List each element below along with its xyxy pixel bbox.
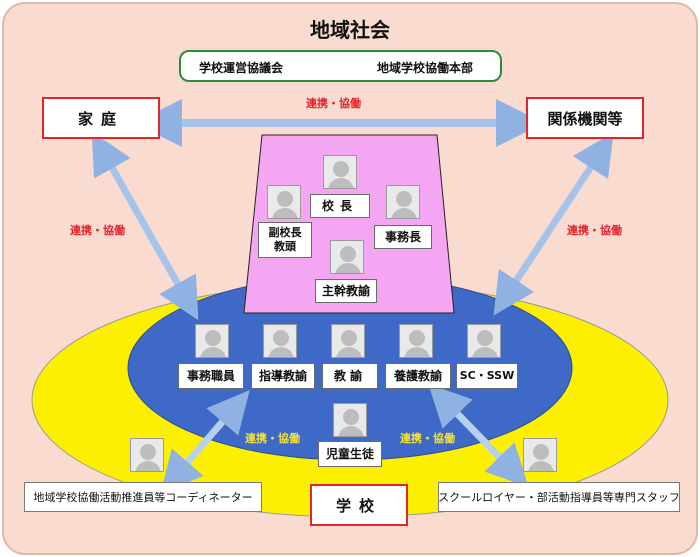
family-box: 家庭 xyxy=(42,97,160,139)
teacher-box: 教諭 xyxy=(322,363,378,389)
guidance-teacher-avatar-icon xyxy=(263,324,297,358)
students-box: 児童生徒 xyxy=(318,441,382,467)
teacher-avatar-icon xyxy=(331,324,365,358)
school-box: 学校 xyxy=(310,484,408,526)
office-manager-box: 事務長 xyxy=(374,225,432,249)
students-avatar-icon xyxy=(333,403,367,437)
nurse-teacher-avatar-icon xyxy=(399,324,433,358)
regional-headquarters-label: 地域学校協働本部 xyxy=(377,61,474,75)
counselors-box: SC・SSW xyxy=(456,363,518,389)
principal-avatar-icon xyxy=(323,155,357,189)
specialists-avatar-icon xyxy=(523,438,557,472)
school-council-label: 学校運営協議会 xyxy=(199,61,284,75)
coordinator-avatar-icon xyxy=(130,438,164,472)
council-box: 学校運営協議会 地域学校協働本部 xyxy=(179,50,502,82)
chief-teacher-avatar-icon xyxy=(330,240,364,274)
collab-label-bottom-right: 連携・協働 xyxy=(400,432,455,445)
specialists-box: スクールロイヤー・部活動指導員等専門スタッフ xyxy=(438,482,680,512)
collab-label-left: 連携・協働 xyxy=(70,224,125,237)
collab-label-bottom-left: 連携・協働 xyxy=(245,432,300,445)
principal-box: 校長 xyxy=(310,194,370,218)
coordinator-arrow xyxy=(160,390,250,494)
office-staff-avatar-icon xyxy=(195,324,229,358)
nurse-teacher-box: 養護教諭 xyxy=(385,363,451,389)
guidance-teacher-box: 指導教諭 xyxy=(251,363,315,389)
office-staff-box: 事務職員 xyxy=(178,363,244,389)
family-school-arrow xyxy=(91,131,199,321)
chief-teacher-box: 主幹教諭 xyxy=(315,279,377,303)
collab-label-top: 連携・協働 xyxy=(306,97,361,110)
vice-principal-label: 副校長 xyxy=(268,226,302,239)
specialists-arrow xyxy=(428,383,529,488)
coordinator-box: 地域学校協働活動推進員等コーディネーター xyxy=(24,482,262,512)
vice-principal-box: 副校長 教頭 xyxy=(258,222,312,258)
office-manager-avatar-icon xyxy=(386,185,420,219)
agencies-school-arrow xyxy=(493,132,614,316)
collab-label-right: 連携・協働 xyxy=(567,224,622,237)
head-teacher-label: 教頭 xyxy=(274,240,296,253)
community-title: 地域社会 xyxy=(310,18,390,42)
counselors-avatar-icon xyxy=(467,324,501,358)
vice-principal-avatar-icon xyxy=(267,185,301,219)
agencies-box: 関係機関等 xyxy=(526,97,644,139)
